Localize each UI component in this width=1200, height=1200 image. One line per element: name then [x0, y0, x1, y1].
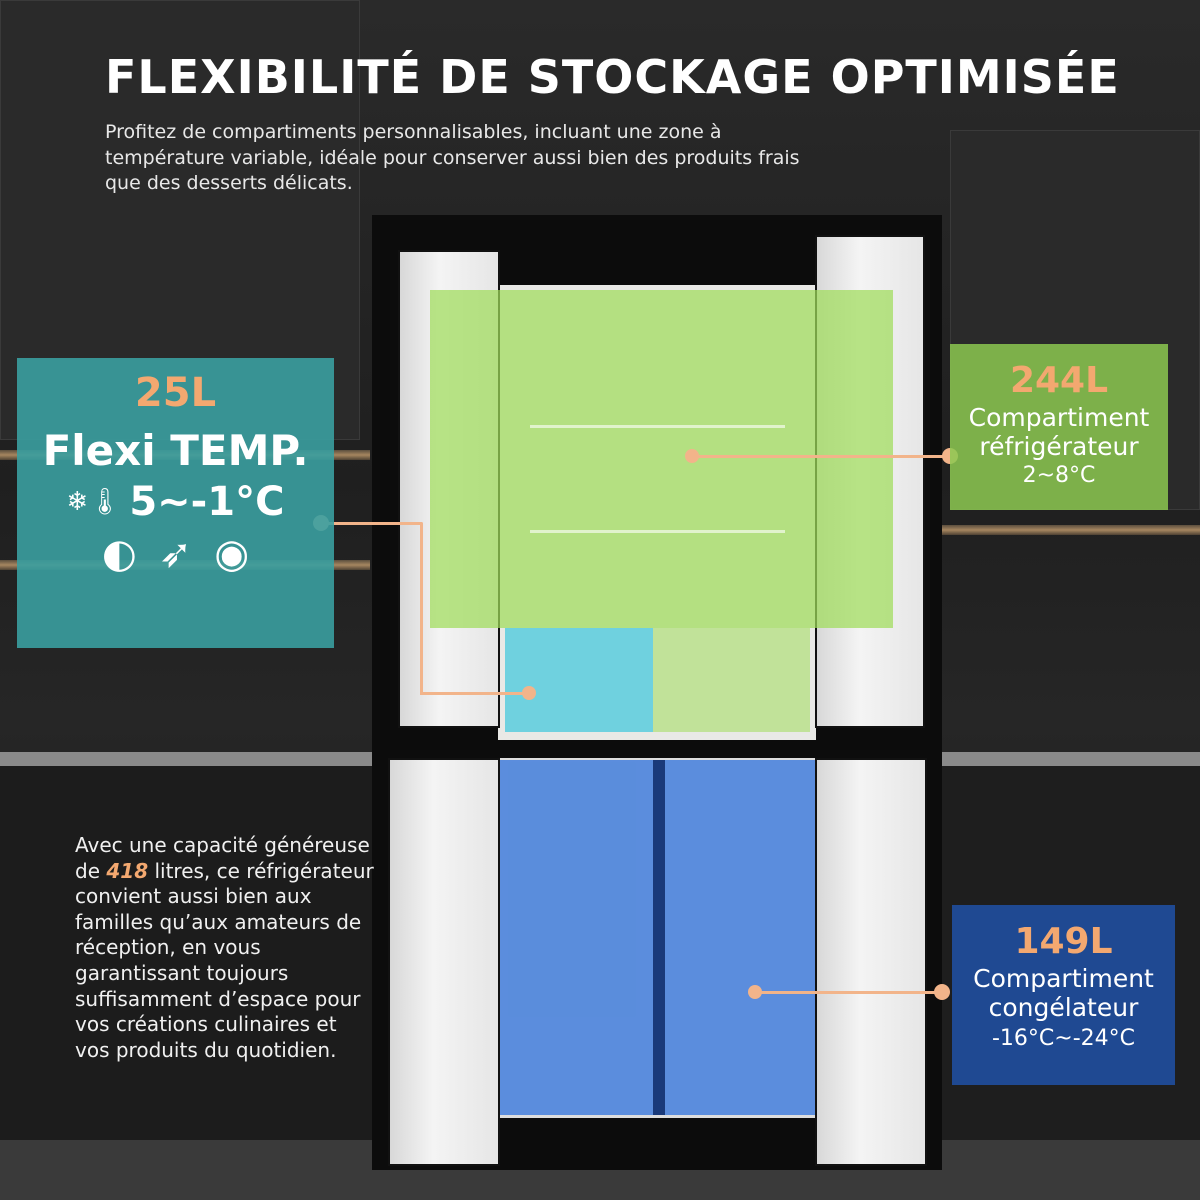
page-title: FLEXIBILITÉ DE STOCKAGE OPTIMISÉE	[105, 50, 1120, 104]
flexi-name: Flexi TEMP.	[42, 426, 309, 475]
crisper-drawer-overlay	[653, 628, 810, 732]
shelf	[530, 425, 785, 428]
countertop-right	[935, 752, 1200, 766]
freezer-callout: 149L Compartiment congélateur -16°C~-24°…	[952, 905, 1175, 1085]
connector-dot	[522, 686, 536, 700]
freezer-temperature: -16°C~-24°C	[991, 1026, 1136, 1051]
connector-dot	[685, 449, 699, 463]
thermometer-snowflake-icon: ❄🌡	[66, 487, 122, 517]
fridge-volume: 244L	[1009, 360, 1109, 401]
description-text: Avec une capacité généreuse de	[75, 833, 370, 883]
meat-leg-icon: ◉	[214, 531, 250, 577]
flexi-drawer-overlay	[505, 628, 653, 732]
fridge-temperature: 2~8°C	[1022, 463, 1096, 488]
connector-flexi	[420, 692, 530, 695]
description-text: litres, ce réfrigérateur convient aussi …	[75, 858, 374, 1062]
connector-dot	[748, 985, 762, 999]
fish-icon: ➶	[158, 531, 193, 577]
connector-dot	[934, 984, 950, 1000]
fridge-label-line2: réfrigérateur	[979, 432, 1139, 461]
freezer-label-line2: congélateur	[988, 993, 1139, 1022]
lower-left-door	[388, 758, 500, 1166]
connector-freezer	[755, 991, 942, 994]
lower-right-door	[815, 758, 927, 1166]
refrigerator-callout: 244L Compartiment réfrigérateur 2~8°C	[950, 344, 1168, 510]
flexi-temp-callout: 25L Flexi TEMP. ❄🌡 5~-1°C ◐ ➶ ◉	[17, 358, 334, 648]
capacity-description: Avec une capacité généreuse de 418 litre…	[75, 833, 375, 1063]
connector-fridge	[692, 455, 950, 458]
freezer-divider	[653, 760, 665, 1115]
freezer-volume: 149L	[1014, 921, 1113, 962]
fridge-label-line1: Compartiment	[968, 403, 1150, 432]
capacity-highlight: 418	[106, 858, 149, 883]
subtitle: Profitez de compartiments personnalisabl…	[105, 121, 800, 194]
freezer-label-line1: Compartiment	[973, 964, 1154, 993]
countertop-left	[0, 752, 380, 766]
refrigerator-zone-overlay	[430, 290, 893, 628]
flexi-volume: 25L	[134, 370, 217, 416]
salmon-steak-icon: ◐	[101, 531, 137, 577]
connector-flexi	[420, 522, 423, 694]
connector-flexi	[322, 522, 422, 525]
shelf	[530, 530, 785, 533]
flexi-temperature: 5~-1°C	[129, 479, 285, 525]
shelf-light-right	[940, 525, 1200, 535]
lower-cabinet-left	[0, 766, 380, 1200]
